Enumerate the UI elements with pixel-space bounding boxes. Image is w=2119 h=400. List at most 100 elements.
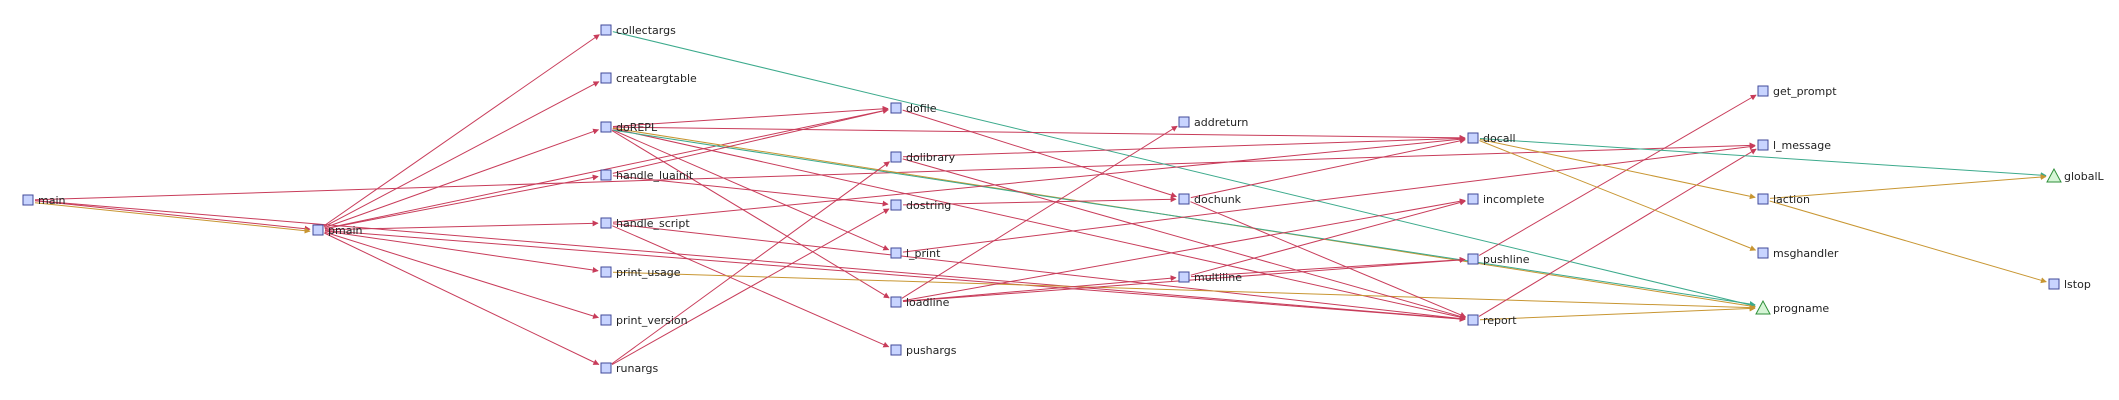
variable-triangle-icon bbox=[1755, 299, 1771, 315]
edge-call-loadline-to-multiline bbox=[902, 275, 1177, 302]
edge-layer bbox=[34, 31, 2047, 366]
node-addreturn[interactable]: addreturn bbox=[1178, 116, 1248, 129]
edge-call-multiline-to-incomplete bbox=[1190, 199, 1466, 276]
variable-triangle-icon bbox=[2046, 167, 2062, 183]
node-label: dostring bbox=[906, 199, 951, 212]
function-box-icon bbox=[600, 72, 612, 84]
node-loadline[interactable]: loadline bbox=[890, 296, 950, 309]
edge-read-report-to-progname bbox=[1479, 305, 1756, 321]
function-box-icon bbox=[1467, 253, 1479, 265]
function-box-icon bbox=[1467, 132, 1479, 144]
node-label: multiline bbox=[1194, 271, 1242, 284]
node-dochunk[interactable]: dochunk bbox=[1178, 193, 1242, 206]
function-box-icon bbox=[890, 151, 902, 163]
node-label: doREPL bbox=[616, 121, 658, 134]
node-docall[interactable]: docall bbox=[1467, 132, 1516, 145]
edge-call-pushline-to-get_prompt bbox=[1478, 94, 1757, 256]
function-box-icon bbox=[600, 169, 612, 181]
node-label: globalL bbox=[2064, 170, 2105, 183]
function-box-icon bbox=[1178, 116, 1190, 128]
node-label: get_prompt bbox=[1773, 85, 1837, 98]
node-handle_script[interactable]: handle_script bbox=[600, 217, 690, 230]
edge-read-docall-to-laction bbox=[1479, 138, 1756, 200]
node-label: report bbox=[1483, 314, 1517, 327]
node-pushline[interactable]: pushline bbox=[1467, 253, 1530, 266]
function-box-icon bbox=[1178, 193, 1190, 205]
function-box-icon bbox=[890, 199, 902, 211]
node-get_prompt[interactable]: get_prompt bbox=[1757, 85, 1837, 98]
function-box-icon bbox=[600, 362, 612, 374]
edge-write-docall-to-globalL bbox=[1479, 138, 2047, 179]
function-box-icon bbox=[1757, 247, 1769, 259]
node-layer: main pmain collectargs createargtable doREPL… bbox=[22, 24, 2105, 375]
edge-call-pmain-to-doREPL bbox=[324, 128, 600, 229]
node-runargs[interactable]: runargs bbox=[600, 362, 659, 375]
node-laction[interactable]: laction bbox=[1757, 193, 1810, 206]
node-pushargs[interactable]: pushargs bbox=[890, 344, 957, 357]
function-box-icon bbox=[890, 296, 902, 308]
function-box-icon bbox=[600, 121, 612, 133]
function-box-icon bbox=[600, 24, 612, 36]
edge-call-loadline-to-addreturn bbox=[901, 125, 1178, 299]
function-box-icon bbox=[1467, 193, 1479, 205]
node-label: l_print bbox=[906, 247, 941, 260]
node-msghandler[interactable]: msghandler bbox=[1757, 247, 1839, 260]
edge-read-docall-to-msghandler bbox=[1479, 140, 1757, 251]
node-l_message[interactable]: l_message bbox=[1757, 139, 1831, 152]
node-l_print[interactable]: l_print bbox=[890, 247, 941, 260]
edge-call-dolibrary-to-report bbox=[902, 158, 1466, 320]
edge-call-dofile-to-dochunk bbox=[902, 109, 1177, 198]
node-label: incomplete bbox=[1483, 193, 1545, 206]
node-label: print_usage bbox=[616, 266, 681, 279]
node-report[interactable]: report bbox=[1467, 314, 1517, 327]
edge-write-collectargs-to-progname bbox=[612, 31, 1756, 308]
node-dostring[interactable]: dostring bbox=[890, 199, 951, 212]
function-box-icon bbox=[600, 266, 612, 278]
edge-call-pmain-to-print_usage bbox=[324, 230, 599, 273]
node-print_version[interactable]: print_version bbox=[600, 314, 688, 327]
edge-call-doREPL-to-report bbox=[612, 128, 1466, 321]
function-box-icon bbox=[1757, 85, 1769, 97]
function-box-icon bbox=[1757, 139, 1769, 151]
node-label: addreturn bbox=[1194, 116, 1248, 129]
node-label: loadline bbox=[906, 296, 950, 309]
edge-read-laction-to-lstop bbox=[1769, 200, 2047, 284]
edge-call-dochunk-to-report bbox=[1190, 201, 1467, 318]
node-createargtable[interactable]: createargtable bbox=[600, 72, 697, 85]
function-box-icon bbox=[890, 247, 902, 259]
node-dolibrary[interactable]: dolibrary bbox=[890, 151, 956, 164]
node-label: handle_script bbox=[616, 217, 690, 230]
node-collectargs[interactable]: collectargs bbox=[600, 24, 676, 37]
node-label: createargtable bbox=[616, 72, 697, 85]
node-label: docall bbox=[1483, 132, 1516, 145]
node-handle_luainit[interactable]: handle_luainit bbox=[600, 169, 694, 182]
node-label: handle_luainit bbox=[616, 169, 694, 182]
function-box-icon bbox=[1467, 314, 1479, 326]
node-label: msghandler bbox=[1773, 247, 1839, 260]
edge-call-doREPL-to-loadline bbox=[611, 130, 890, 299]
edge-call-doREPL-to-dofile bbox=[612, 105, 889, 127]
node-pmain[interactable]: pmain bbox=[312, 224, 362, 237]
node-label: dochunk bbox=[1194, 193, 1242, 206]
function-box-icon bbox=[1178, 271, 1190, 283]
edge-call-multiline-to-pushline bbox=[1190, 256, 1466, 278]
node-lstop[interactable]: lstop bbox=[2048, 278, 2091, 291]
node-print_usage[interactable]: print_usage bbox=[600, 266, 681, 279]
node-label: laction bbox=[1773, 193, 1810, 206]
edge-call-handle_script-to-docall bbox=[612, 136, 1466, 223]
node-label: print_version bbox=[616, 314, 688, 327]
node-progname[interactable]: progname bbox=[1755, 299, 1829, 315]
edge-call-handle_script-to-report bbox=[612, 223, 1466, 322]
node-label: collectargs bbox=[616, 24, 676, 37]
node-globalL[interactable]: globalL bbox=[2046, 167, 2105, 183]
node-label: dolibrary bbox=[906, 151, 956, 164]
edge-call-runargs-to-dostring bbox=[611, 208, 890, 366]
node-multiline[interactable]: multiline bbox=[1178, 271, 1242, 284]
edge-call-report-to-l_message bbox=[1478, 148, 1757, 317]
node-dofile[interactable]: dofile bbox=[890, 102, 937, 115]
node-main[interactable]: main bbox=[22, 194, 66, 207]
node-doREPL[interactable]: doREPL bbox=[600, 121, 658, 134]
node-incomplete[interactable]: incomplete bbox=[1467, 193, 1545, 206]
function-box-icon bbox=[2048, 278, 2060, 290]
edge-call-pmain-to-collectargs bbox=[323, 34, 600, 227]
